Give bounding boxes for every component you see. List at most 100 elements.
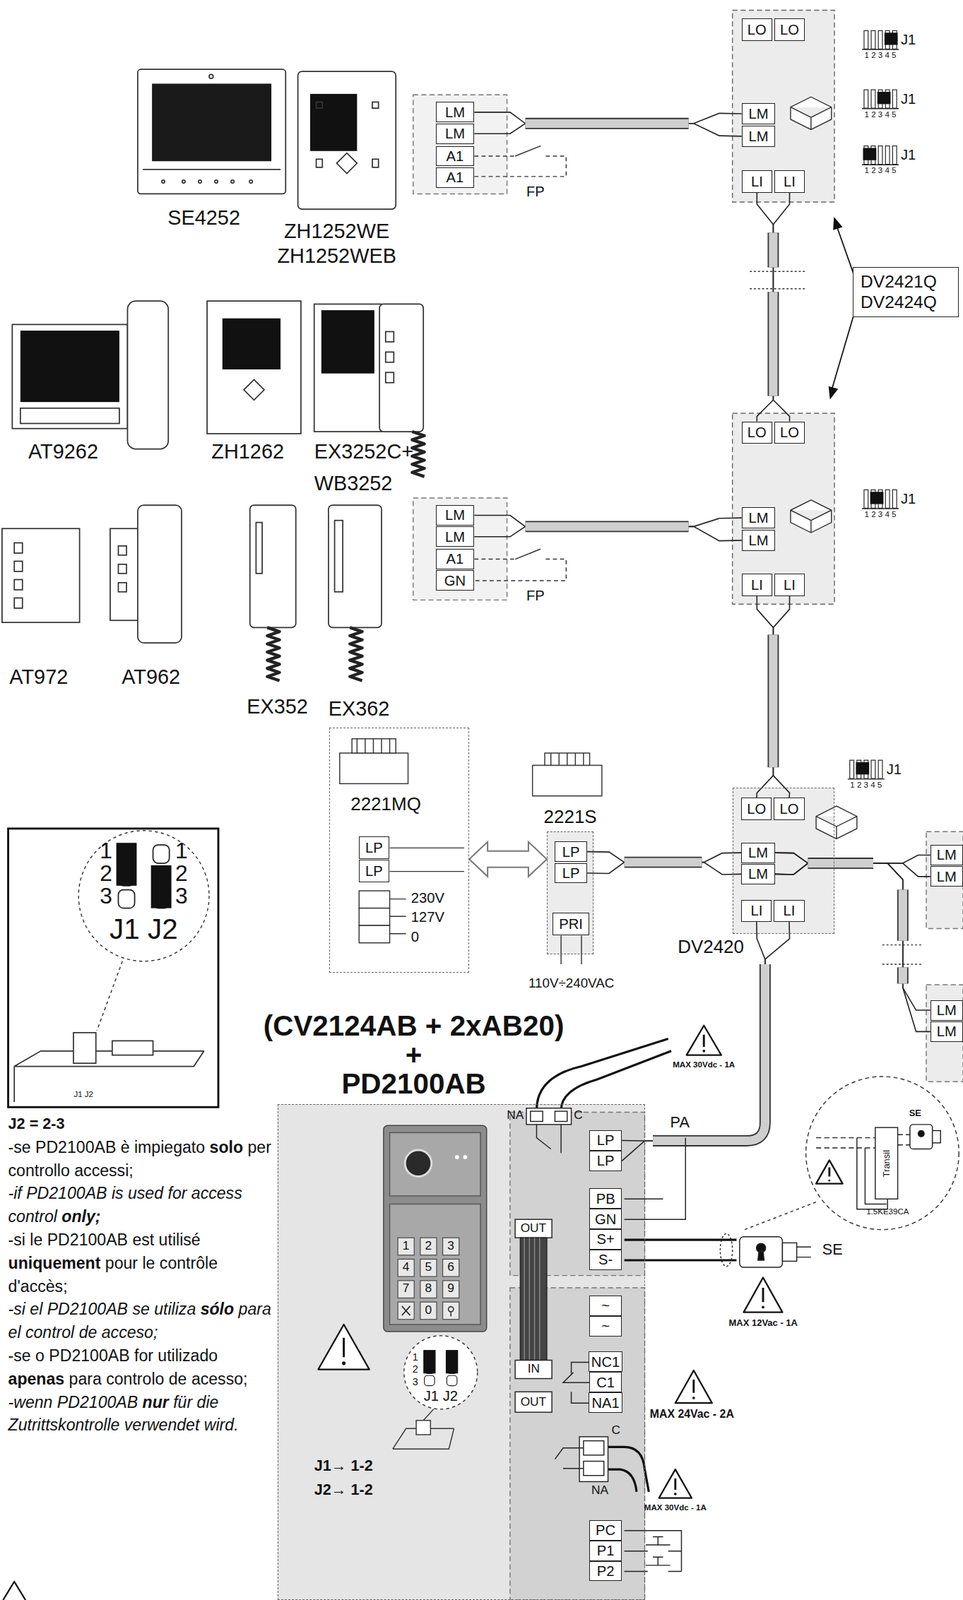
label-text: MAX 24Vac - 2A: [650, 1408, 735, 1421]
terminal-cell: LP: [554, 863, 588, 884]
terminal-name: NC1: [591, 1355, 620, 1370]
terminal-name: LP: [365, 840, 383, 855]
label-text: IN: [527, 1362, 540, 1376]
terminal-cell: NA1: [588, 1392, 622, 1414]
label-text: OUT: [520, 1221, 547, 1236]
note-text: -se PD2100AB è impiegato: [8, 1138, 206, 1157]
label-text: 1: [402, 1239, 410, 1253]
terminal-name: C1: [596, 1375, 615, 1390]
device-name: SE4252: [167, 207, 241, 230]
module-name: DV2421Q DV2424Q: [860, 272, 951, 312]
terminal-name: NA1: [591, 1396, 619, 1411]
device-name: EX352: [246, 695, 309, 719]
label-text: C: [573, 1108, 583, 1122]
alternative-arrow: [469, 842, 547, 877]
terminal-name: LO: [746, 801, 766, 817]
terminal-cell: LI: [774, 573, 805, 597]
label-text: 1 2 3 4 5: [864, 110, 897, 120]
label-text: 8: [424, 1281, 432, 1296]
terminal-name: LP: [562, 845, 581, 860]
note-block: -se PD2100AB è impiegato solo per contro…: [8, 1136, 273, 1438]
label-text: SE: [909, 1108, 922, 1119]
label-text: J2→ 1-2: [314, 1481, 374, 1499]
heading-text: + PD2100AB: [341, 1040, 486, 1099]
label-text: 1 2 3 4 5: [849, 780, 882, 790]
label-text: J1: [900, 491, 916, 507]
label-text: NA: [591, 1483, 609, 1498]
label-text: J1→ 1-2: [314, 1457, 374, 1475]
label-text: J1: [900, 146, 916, 163]
label-text: 9: [447, 1281, 455, 1296]
terminal-cell: LO: [774, 421, 805, 445]
terminal-name: PRI: [558, 917, 583, 932]
terminal-name: LI: [750, 903, 763, 918]
terminal-cell: PC: [589, 1520, 622, 1541]
label-text: 2: [175, 861, 188, 886]
terminal-cell: C1: [589, 1372, 622, 1393]
terminal-name: LM: [748, 510, 768, 525]
label-text: 4: [402, 1260, 410, 1274]
terminal-name: LO: [780, 425, 800, 440]
terminal-cell: LM: [435, 101, 475, 123]
terminal-name: A1: [446, 170, 465, 185]
label-text: J1 J2: [423, 1388, 458, 1404]
terminal-cell: LI: [774, 170, 805, 193]
terminal-cell: LM: [435, 505, 475, 526]
label-text: J1: [886, 761, 902, 778]
terminal-name: LO: [780, 22, 800, 37]
terminal-name: LP: [365, 864, 383, 879]
device-name: ZH1252WE: [284, 220, 390, 244]
note-text: -si le PD2100AB est utilisé: [8, 1230, 201, 1250]
terminal-cell: LO: [741, 797, 772, 821]
terminal-cell: NC1: [588, 1351, 623, 1373]
terminal-name: GN: [594, 1212, 617, 1227]
cable-wire: [775, 863, 931, 1032]
terminal-name: LP: [597, 1153, 615, 1168]
note-text: only;: [61, 1207, 101, 1226]
label-text: 1 2 3 4 5: [864, 50, 897, 61]
terminal-name: LI: [783, 903, 796, 918]
note-text: -wenn PD2100AB: [8, 1393, 139, 1412]
terminal-name: LO: [747, 22, 767, 37]
terminal-name: LM: [936, 1024, 957, 1039]
label-text: 1.5KE39CA: [866, 1207, 909, 1217]
terminal-name: LM: [445, 126, 465, 141]
terminal-name: ~: [601, 1319, 610, 1334]
label-text: SE: [822, 1241, 843, 1259]
heading-text: (CV2124AB + 2xAB20): [263, 1011, 565, 1041]
terminal-name: LM: [936, 1003, 957, 1018]
terminal-cell: LM: [741, 864, 776, 885]
terminal-cell: LO: [741, 18, 773, 41]
label-text: J1 J2: [73, 1090, 94, 1100]
terminal-cell: S+: [589, 1229, 622, 1250]
label-text: J1 J2: [109, 913, 179, 945]
terminal-cell: PB: [589, 1188, 622, 1209]
label-text: 1: [99, 838, 113, 864]
label-text: FP: [526, 587, 545, 604]
terminal-cell: S-: [589, 1249, 622, 1271]
label-text: 2: [412, 1364, 419, 1376]
terminal-name: LI: [751, 577, 764, 593]
terminal-cell: LI: [773, 900, 805, 923]
terminal-cell: LM: [930, 866, 963, 887]
note-text: para controlo de acesso;: [69, 1369, 248, 1389]
terminal-name: P2: [597, 1564, 615, 1579]
terminal-cell: ~: [589, 1316, 622, 1337]
note-text: uniquement: [8, 1254, 102, 1273]
terminal-cell: P1: [589, 1540, 622, 1562]
label-text: J1: [900, 31, 916, 48]
terminal-name: LM: [748, 129, 768, 144]
label-text: MAX 30Vdc - 1A: [672, 1060, 735, 1070]
terminal-name: ~: [601, 1298, 610, 1313]
label-text: FP: [526, 183, 545, 200]
terminal-cell: LI: [741, 573, 773, 597]
label-text: 0: [424, 1303, 432, 1317]
label-text: 1: [412, 1352, 419, 1364]
terminal-name: LM: [748, 106, 768, 121]
device-name: AT9262: [28, 440, 99, 464]
device-name: ZH1262: [211, 440, 285, 464]
label-text: 5: [424, 1260, 432, 1274]
terminal-cell: LM: [930, 1000, 963, 1021]
terminal-cell: GN: [435, 570, 475, 591]
